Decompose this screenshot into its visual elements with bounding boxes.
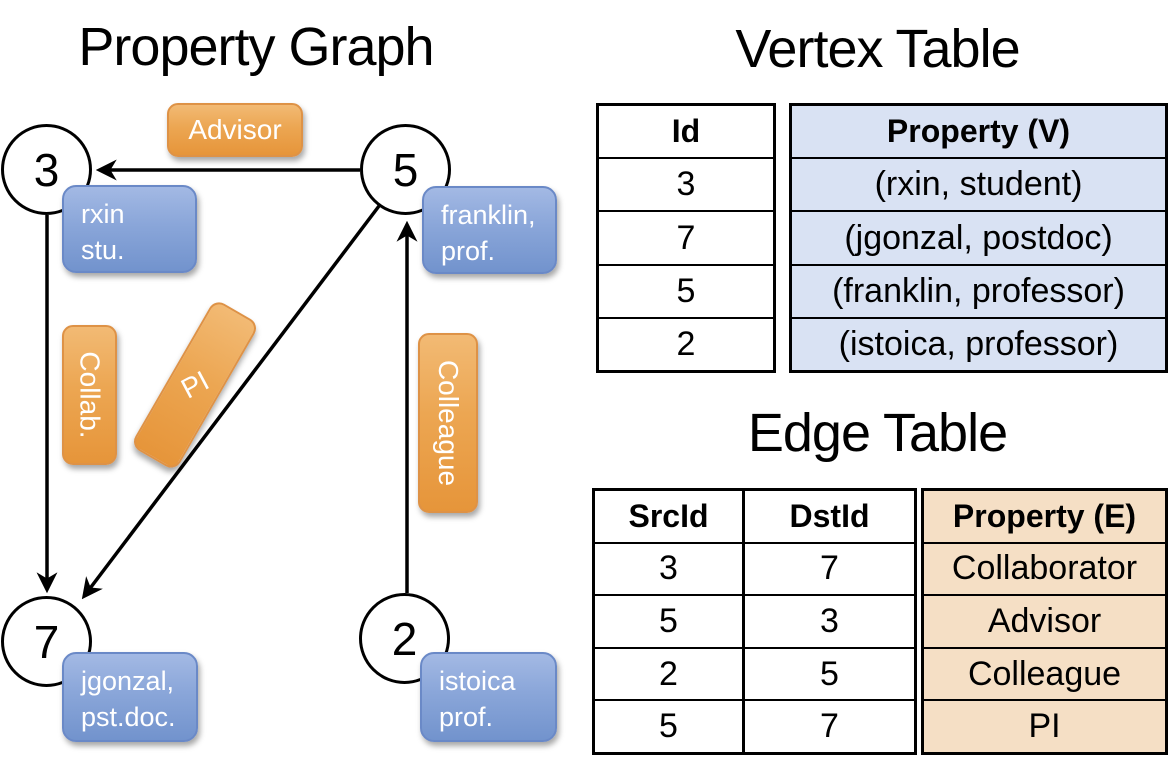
vertex-row-id: 7	[599, 210, 773, 263]
graph-edges-canvas	[36, 159, 418, 600]
edge-row-srcid: 5	[595, 699, 742, 752]
vertex-table-title: Vertex Table	[735, 19, 1020, 79]
vertex-row-property: (rxin, student)	[792, 157, 1165, 210]
edge-row-dstid: 7	[745, 541, 914, 595]
edge-label-colleague: Colleague	[418, 333, 478, 513]
edge-table-header-srcid: SrcId	[628, 497, 709, 534]
edge-label-text: PI	[175, 364, 214, 405]
vertex-row-property: (jgonzal, postdoc)	[792, 210, 1165, 263]
edge-row-dstid: 3	[745, 594, 914, 647]
vertex-row-property: (istoica, professor)	[792, 316, 1165, 370]
edge-arrow-5-to-7	[81, 204, 381, 600]
edge-row-srcid: 3	[595, 541, 742, 595]
edge-label-text: Advisor	[188, 114, 282, 145]
vertex-table-id-column: Id 3 7 5 2	[596, 103, 776, 373]
node-id-2: 2	[391, 612, 418, 665]
vertex-property-box-7: jgonzal, pst.doc.	[62, 652, 198, 742]
edge-table-id-columns: SrcId 3 5 2 5 DstId 7 3 5 7	[592, 488, 917, 755]
edge-label-collab: Collab.	[62, 325, 117, 465]
edge-table-header-property: Property (E)	[952, 497, 1137, 534]
vertex-property-box-5: franklin, prof.	[422, 186, 557, 274]
vertex-row-id: 2	[599, 316, 773, 370]
vertex-property-line: pst.doc.	[81, 702, 176, 733]
property-graph-title: Property Graph	[78, 17, 434, 77]
vertex-property-box-3: rxin stu.	[62, 185, 197, 273]
vertex-property-line: rxin	[81, 199, 125, 229]
edge-row-dstid: 5	[745, 646, 914, 700]
vertex-row-property: (franklin, professor)	[792, 263, 1165, 317]
edge-row-property: Advisor	[924, 594, 1165, 647]
vertex-row-id: 5	[599, 263, 773, 317]
vertex-table-header-id: Id	[671, 113, 701, 150]
edge-table-title: Edge Table	[747, 403, 1008, 463]
edge-row-dstid: 7	[745, 699, 914, 752]
node-id-3: 3	[33, 143, 60, 196]
vertex-property-line: prof.	[441, 236, 496, 267]
edge-row-srcid: 2	[595, 646, 742, 700]
node-circle-5: 5	[360, 124, 451, 215]
vertex-property-line: istoica	[439, 666, 516, 696]
vertex-table-header-property: Property (V)	[886, 113, 1071, 150]
edge-row-srcid: 5	[595, 594, 742, 647]
edge-row-property: Colleague	[924, 646, 1165, 700]
edge-table-header-dstid: DstId	[789, 497, 870, 534]
vertex-property-line: franklin,	[441, 200, 536, 230]
node-circle-2: 2	[359, 593, 450, 684]
vertex-row-id: 3	[599, 157, 773, 210]
edge-table-property-column: Property (E) Collaborator Advisor Collea…	[921, 488, 1168, 755]
edge-label-text: Collab.	[74, 351, 106, 439]
vertex-property-line: stu.	[81, 235, 125, 266]
vertex-property-box-2: istoica prof.	[420, 652, 557, 742]
vertex-table-property-column: Property (V) (rxin, student) (jgonzal, p…	[789, 103, 1168, 373]
edge-row-property: Collaborator	[924, 541, 1165, 595]
node-id-7: 7	[33, 615, 60, 668]
node-id-5: 5	[392, 143, 419, 196]
vertex-property-line: prof.	[439, 702, 494, 733]
edge-row-property: PI	[924, 699, 1165, 752]
edge-label-advisor: Advisor	[167, 103, 303, 157]
vertex-property-line: jgonzal,	[81, 666, 175, 696]
edge-label-text: Colleague	[433, 359, 465, 487]
